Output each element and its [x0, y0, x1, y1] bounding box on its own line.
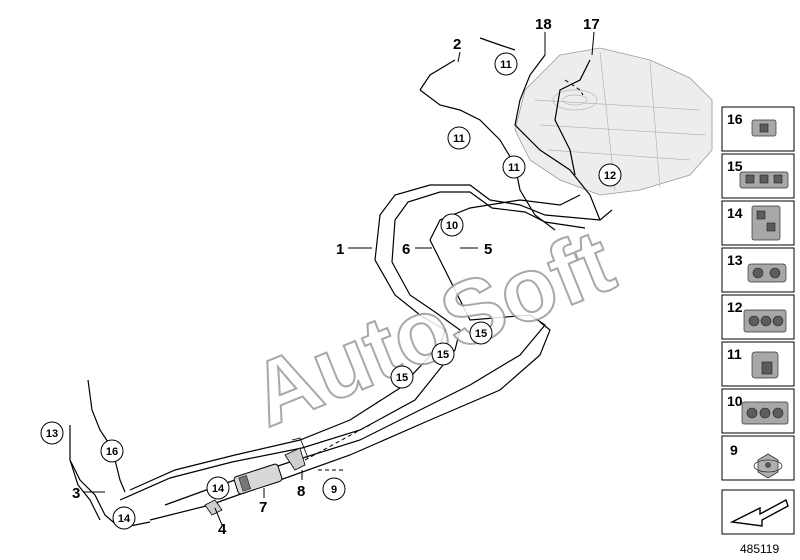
- callout-4: 4: [218, 521, 227, 538]
- svg-text:11: 11: [727, 346, 742, 362]
- svg-text:14: 14: [727, 205, 743, 221]
- parts-panel-item-14: 14: [721, 200, 795, 246]
- svg-text:6: 6: [402, 241, 410, 258]
- parts-panel: 16 15 14: [721, 106, 795, 535]
- svg-text:4: 4: [218, 521, 227, 538]
- svg-text:10: 10: [727, 393, 743, 409]
- svg-text:12: 12: [727, 299, 743, 315]
- parts-panel-item-16: 16: [721, 106, 795, 152]
- callout-17: 17: [583, 16, 600, 33]
- svg-text:15: 15: [475, 328, 487, 340]
- callout-11: 11: [502, 155, 526, 179]
- svg-text:2: 2: [453, 36, 461, 53]
- svg-text:13: 13: [727, 252, 743, 268]
- callout-14: 14: [112, 506, 136, 530]
- dashed-reference-line: [304, 424, 371, 461]
- arrow-icon: [729, 498, 789, 527]
- svg-text:13: 13: [46, 428, 58, 440]
- parts-panel-item-15: 15: [721, 153, 795, 199]
- svg-text:3: 3: [72, 485, 80, 502]
- callout-3: 3: [72, 485, 80, 502]
- svg-text:16: 16: [727, 111, 743, 127]
- parts-panel-item-10: 10: [721, 388, 795, 434]
- svg-text:8: 8: [297, 483, 305, 500]
- svg-text:1: 1: [336, 241, 344, 258]
- stacked-clip-icon: [751, 205, 781, 241]
- callout-8: 8: [297, 483, 305, 500]
- callout-18: 18: [535, 16, 552, 33]
- parts-panel-item-arrow: [721, 489, 795, 535]
- ring-clip-icon: [747, 263, 787, 283]
- triple-clip-icon: [739, 171, 789, 189]
- document-number: 485119: [740, 542, 779, 556]
- double-clip-icon: [751, 119, 777, 137]
- callout-12: 12: [598, 163, 622, 187]
- callout-15: 15: [431, 342, 455, 366]
- fuel-tank: [514, 47, 713, 196]
- svg-text:11: 11: [508, 162, 520, 174]
- callout-15: 15: [469, 321, 493, 345]
- svg-text:11: 11: [453, 133, 465, 145]
- callout-1: 1: [336, 241, 344, 258]
- callout-5: 5: [484, 241, 492, 258]
- callout-2: 2: [453, 36, 461, 53]
- svg-text:12: 12: [604, 170, 616, 182]
- svg-text:15: 15: [396, 372, 408, 384]
- leader-lines: [84, 31, 595, 526]
- parts-panel-item-9: 9: [721, 435, 795, 481]
- svg-text:7: 7: [259, 499, 267, 516]
- svg-text:14: 14: [118, 513, 131, 525]
- svg-text:16: 16: [106, 446, 118, 458]
- quad-clip-icon: [743, 309, 787, 333]
- hex-nut-icon: [753, 453, 783, 479]
- svg-text:18: 18: [535, 16, 552, 33]
- callout-7: 7: [259, 499, 267, 516]
- svg-text:14: 14: [212, 483, 225, 495]
- callout-11: 11: [494, 52, 518, 76]
- svg-text:15: 15: [727, 158, 743, 174]
- callout-13: 13: [40, 421, 64, 445]
- pipe-connector: [204, 499, 223, 516]
- parts-panel-item-12: 12: [721, 294, 795, 340]
- callout-16: 16: [100, 439, 124, 463]
- callout-15: 15: [390, 365, 414, 389]
- svg-text:15: 15: [437, 349, 449, 361]
- svg-text:10: 10: [446, 220, 458, 232]
- multi-clip-icon: [741, 401, 789, 425]
- svg-text:9: 9: [730, 442, 738, 458]
- parts-panel-item-13: 13: [721, 247, 795, 293]
- callout-9: 9: [322, 477, 346, 501]
- callout-14: 14: [206, 476, 230, 500]
- svg-text:5: 5: [484, 241, 492, 258]
- mounting-bracket: [284, 437, 309, 471]
- svg-text:11: 11: [500, 59, 512, 71]
- fuel-filter: [233, 463, 283, 495]
- svg-text:17: 17: [583, 16, 600, 33]
- svg-text:9: 9: [331, 484, 337, 496]
- parts-panel-item-11: 11: [721, 341, 795, 387]
- callout-10: 10: [440, 213, 464, 237]
- dashed-reference-line: [564, 79, 584, 96]
- callout-11: 11: [447, 126, 471, 150]
- callout-6: 6: [402, 241, 410, 258]
- watermark: AutoSoft: [237, 211, 627, 446]
- single-clip-icon: [751, 351, 779, 379]
